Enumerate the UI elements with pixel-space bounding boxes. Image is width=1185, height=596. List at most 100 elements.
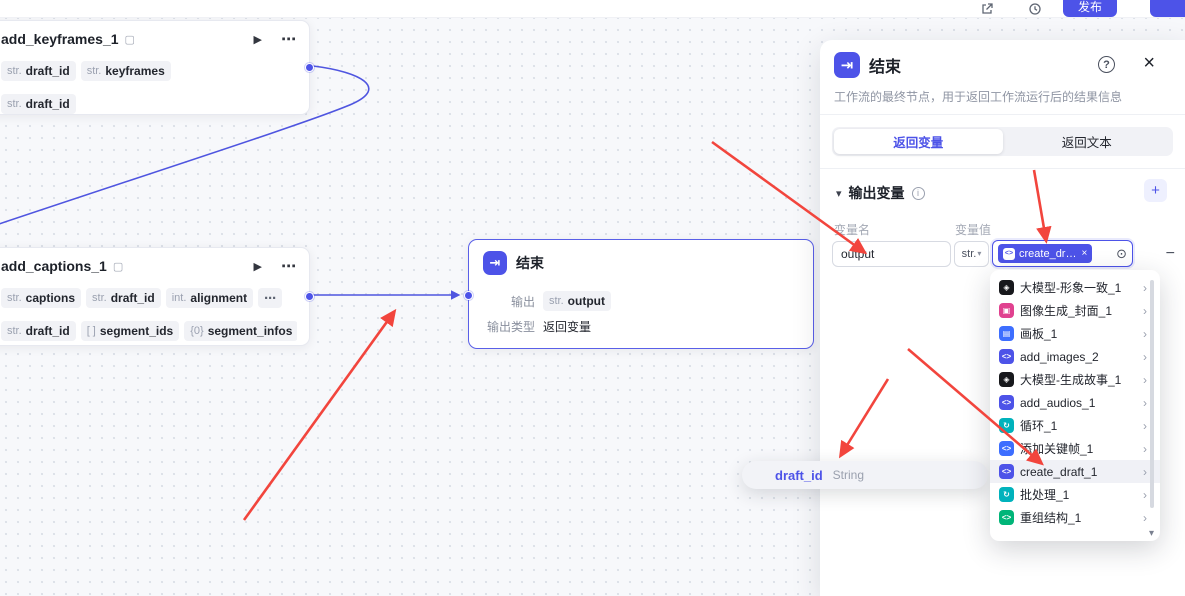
collapse-chevron-icon[interactable]: ▾ (836, 187, 842, 200)
variable-tooltip[interactable]: draft_id String (742, 461, 988, 489)
section-title: 输出变量 (848, 185, 905, 201)
chevron-right-icon[interactable]: › (1143, 349, 1147, 364)
param-name: draft_id (25, 324, 70, 338)
param-type: str. (7, 65, 22, 77)
param-tag: str.draft_id (1, 94, 76, 114)
dropdown-item[interactable]: <> 添加关键帧_1 › (990, 437, 1160, 460)
chevron-right-icon[interactable]: › (1143, 441, 1147, 456)
node-type-icon: <> (999, 441, 1014, 456)
dropdown-item-label: create_draft_1 (1020, 464, 1098, 479)
dropdown-item[interactable]: ▣ 图像生成_封面_1 › (990, 299, 1160, 322)
chevron-right-icon[interactable]: › (1143, 280, 1147, 295)
recent-icon[interactable]: ⊙ (1116, 245, 1127, 261)
output-port[interactable] (305, 63, 314, 72)
dropdown-item-label: 添加关键帧_1 (1020, 442, 1094, 456)
run-node-button[interactable]: ▶ (253, 260, 262, 273)
node-end[interactable]: ⇥ 结束 输出 str.output 输出类型 返回变量 (464, 239, 814, 349)
end-node-icon: ⇥ (483, 251, 507, 275)
output-type-value: 返回变量 (543, 320, 592, 334)
chevron-right-icon[interactable]: › (1143, 418, 1147, 433)
dropdown-item[interactable]: ↻ 循环_1 › (990, 414, 1160, 437)
param-tag: str.draft_id (1, 321, 76, 341)
dropdown-item[interactable]: ◈ 大模型-形象一致_1 › (990, 276, 1160, 299)
dropdown-item-label: 循环_1 (1020, 419, 1058, 433)
variable-type-select[interactable]: str. ▾ (954, 240, 989, 267)
param-tag: str.keyframes (80, 61, 171, 81)
remove-variable-button[interactable]: − (1165, 244, 1175, 262)
dropdown-item[interactable]: <> add_images_2 › (990, 345, 1160, 368)
dropdown-item-create-draft[interactable]: <> create_draft_1 › (990, 460, 1160, 483)
chevron-right-icon[interactable]: › (1143, 395, 1147, 410)
help-icon[interactable]: ? (1098, 56, 1115, 73)
caret-down-icon: ▾ (977, 249, 982, 258)
param-type: str. (92, 292, 107, 304)
chevron-right-icon[interactable]: › (1143, 372, 1147, 387)
param-name: captions (25, 291, 76, 305)
dropdown-item[interactable]: ↻ 批处理_1 › (990, 483, 1160, 506)
output-port[interactable] (305, 292, 314, 301)
dropdown-item-label: 大模型-生成故事_1 (1020, 373, 1122, 387)
chevron-right-icon[interactable]: › (1143, 464, 1147, 479)
node-type-icon: <> (999, 349, 1014, 364)
tab-return-text[interactable]: 返回文本 (1061, 136, 1112, 150)
dropdown-item[interactable]: ▤ 画板_1 › (990, 322, 1160, 345)
node-type-icon: <> (999, 464, 1014, 479)
output-type-label: 输出类型 (486, 320, 535, 334)
tab-return-variables[interactable]: 返回变量 (834, 129, 1003, 154)
top-toolbar: 发布 (0, 0, 1185, 18)
output-variables-section-header: ▾ 输出变量 i (836, 183, 925, 203)
dropdown-item-label: 图像生成_封面_1 (1020, 304, 1113, 318)
node-add-keyframes[interactable]: add_keyframes_1 ▢ ▶ ⋯ str.draft_id str.k… (0, 20, 314, 115)
close-icon[interactable]: × (1143, 52, 1155, 74)
chevron-right-icon[interactable]: › (1143, 510, 1147, 525)
dropdown-item[interactable]: ◈ 大模型-生成故事_1 › (990, 368, 1160, 391)
node-type-icon: <> (999, 395, 1014, 410)
variable-name-input[interactable] (832, 240, 951, 267)
output-label: 输出 (510, 294, 535, 309)
scrollbar[interactable] (1150, 280, 1154, 508)
export-icon[interactable] (980, 2, 994, 16)
remove-reference-icon[interactable]: × (1081, 248, 1088, 259)
node-type-icon: ▣ (999, 303, 1014, 318)
column-variable-value: 变量值 (955, 223, 992, 237)
param-tag: str.draft_id (86, 288, 161, 308)
publish-button[interactable]: 发布 (1063, 0, 1118, 17)
dropdown-item-label: 重组结构_1 (1020, 511, 1082, 525)
history-icon[interactable] (1028, 2, 1042, 16)
end-node-icon: ⇥ (834, 52, 860, 78)
topbar-action-button[interactable] (1150, 0, 1185, 17)
node-type-icon: <> (1003, 247, 1015, 260)
node-menu-button[interactable]: ⋯ (281, 258, 297, 275)
type-value: str. (961, 247, 977, 260)
divider (820, 168, 1185, 169)
scroll-down-icon[interactable]: ▾ (1148, 528, 1154, 539)
column-variable-name: 变量名 (834, 223, 871, 237)
input-port[interactable] (464, 291, 473, 300)
node-reference-dropdown: ◈ 大模型-形象一致_1 › ▣ 图像生成_封面_1 › ▤ 画板_1 › <>… (990, 270, 1160, 541)
add-variable-button[interactable]: + (1144, 179, 1167, 202)
param-tag: str.output (543, 291, 611, 311)
info-icon[interactable]: i (911, 186, 925, 200)
chevron-right-icon[interactable]: › (1143, 326, 1147, 341)
param-type: str. (7, 325, 22, 337)
reference-label: create_dr… (1019, 247, 1077, 260)
chevron-right-icon[interactable]: › (1143, 487, 1147, 502)
node-menu-button[interactable]: ⋯ (281, 31, 297, 48)
param-name: draft_id (25, 97, 70, 111)
run-node-button[interactable]: ▶ (253, 33, 262, 46)
param-type: str. (7, 292, 22, 304)
node-title: add_captions_1 (1, 258, 107, 274)
chevron-right-icon[interactable]: › (1143, 303, 1147, 318)
variable-value-selector[interactable]: <> create_dr… × ⊙ (992, 240, 1133, 267)
window-badge-icon: ▢ (124, 33, 135, 46)
dropdown-item[interactable]: <> 重组结构_1 › (990, 506, 1160, 529)
output-params-row: str.draft_id [ ]segment_ids {0}segment_i… (1, 321, 297, 341)
dropdown-item[interactable]: <> add_audios_1 › (990, 391, 1160, 414)
param-name: segment_infos (207, 324, 293, 338)
variable-row: str. ▾ <> create_dr… × ⊙ − (832, 240, 1175, 267)
node-header: add_captions_1 ▢ ▶ ⋯ (0, 248, 309, 275)
param-name: draft_id (110, 291, 155, 305)
more-params-button[interactable]: ⋯ (258, 288, 283, 308)
panel-description: 工作流的最终节点，用于返回工作流运行后的结果信息 (834, 90, 1123, 104)
node-add-captions[interactable]: add_captions_1 ▢ ▶ ⋯ str.captions str.dr… (0, 247, 314, 346)
